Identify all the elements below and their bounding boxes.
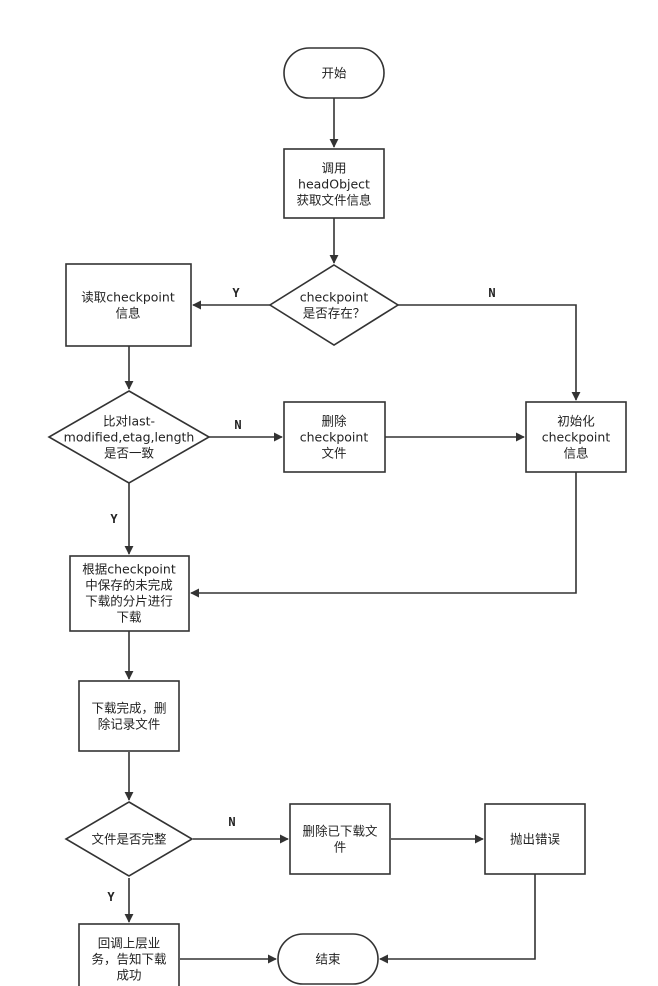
node-callback: 回调上层业务，告知下载成功 [78,923,180,986]
node-text-line: 开始 [321,66,347,81]
node-text-line: 信息 [563,446,588,461]
process-shape [525,401,627,473]
node-text-line: 成功 [116,968,141,983]
decision-shape [64,801,194,877]
process-shape [283,401,386,473]
node-text-line: headObject [298,177,370,192]
node-text-line: 文件 [321,446,346,461]
node-text-line: 信息 [115,306,140,321]
decision-shape [47,390,211,484]
node-text-line: 根据checkpoint [82,562,176,577]
node-throw-error: 抛出错误 [484,803,586,875]
node-text-line: 回调上层业 [98,936,161,951]
label-checkpoint-yes: Y [232,286,240,300]
node-callback-text: 回调上层业务，告知下载成功 [91,936,167,983]
process-shape [484,803,586,875]
node-file-complete: 文件是否完整 [64,801,194,877]
node-text-line: 下载完成，删 [91,701,166,716]
edges [124,98,581,964]
label-compare-yes: Y [110,512,118,526]
node-text-line: modified,etag,length [64,430,195,445]
node-text-line: 下载的分片进行 [85,594,173,609]
edge-checkpoint-no-to-init [398,304,581,401]
node-end: 结束 [277,933,379,985]
node-text-line: 获取文件信息 [296,193,371,208]
node-text-line: 除记录文件 [98,717,161,732]
node-text-line: checkpoint [300,430,369,445]
node-text-line: 比对last- [103,414,155,429]
node-throw-error-text: 抛出错误 [510,832,561,847]
node-download-done: 下载完成，删除记录文件 [78,680,180,752]
node-text-line: 结束 [315,952,341,967]
node-text-line: checkpoint [542,430,611,445]
terminal-shape [283,47,385,99]
node-text-line: 调用 [321,161,346,176]
node-text-line: 务，告知下载 [91,952,167,967]
edge-error-to-end [379,874,536,964]
label-complete-no: N [228,815,235,829]
node-delete-downloaded-text: 删除已下载文件 [302,824,378,855]
edge-labels: Y N N Y N Y [107,286,495,904]
node-file-complete-text: 文件是否完整 [91,832,167,847]
node-delete-downloaded: 删除已下载文件 [289,803,391,875]
node-text-line: 删除 [321,414,347,429]
decision-shape [268,264,400,346]
label-complete-yes: Y [107,890,115,904]
process-shape [65,263,192,347]
process-shape [289,803,391,875]
node-start: 开始 [283,47,385,99]
node-text-line: 初始化 [557,414,595,429]
node-text-line: checkpoint [300,290,369,305]
process-shape [69,555,190,632]
process-shape [78,680,180,752]
process-shape [78,923,180,986]
node-text-line: 读取checkpoint [81,290,175,305]
node-download-done-text: 下载完成，删除记录文件 [91,701,166,732]
edge-init-to-download [190,472,577,598]
node-text-line: 抛出错误 [510,832,561,847]
process-shape [283,148,385,219]
node-text-line: 删除已下载文 [302,824,378,839]
node-text-line: 件 [334,840,347,855]
label-checkpoint-no: N [488,286,495,300]
node-text-line: 下载 [116,610,142,625]
node-end-text: 结束 [315,952,341,967]
terminal-shape [277,933,379,985]
node-text-line: 文件是否完整 [91,832,167,847]
node-text-line: 中保存的未完成 [85,578,173,593]
node-text-line: 是否存在？ [303,306,366,321]
node-start-text: 开始 [321,66,347,81]
label-compare-no: N [234,418,241,432]
node-text-line: 是否一致 [104,446,155,461]
